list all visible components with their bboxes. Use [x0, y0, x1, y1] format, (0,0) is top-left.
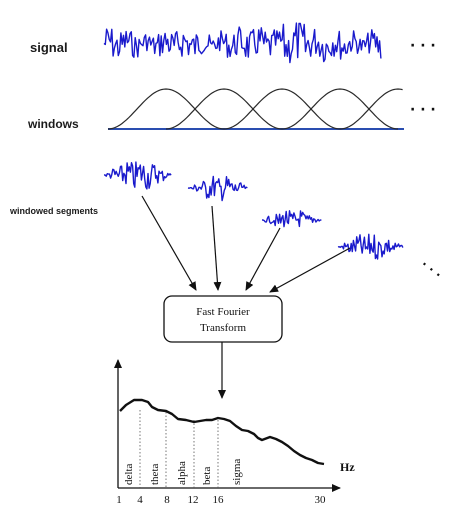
x-axis-unit: Hz — [340, 460, 355, 474]
windows-label: windows — [27, 117, 79, 131]
arrow-segment-2 — [211, 205, 222, 291]
band-label-theta: theta — [149, 464, 161, 485]
windowed-segments-label: windowed segments — [9, 206, 98, 216]
x-tick-12: 12 — [188, 494, 199, 506]
x-tick-16: 16 — [213, 494, 225, 506]
band-label-beta: beta — [201, 467, 213, 485]
windows-continuation-dots: · · · — [410, 102, 436, 118]
arrow-segment-4 — [269, 247, 351, 293]
band-separators — [139, 410, 219, 488]
window-curve-3 — [223, 88, 341, 130]
x-tick-1: 1 — [116, 494, 122, 506]
window-curve-4 — [281, 88, 399, 130]
windowed-segment-4 — [337, 233, 404, 260]
windowed-segment-1 — [103, 161, 172, 190]
x-tick-4: 4 — [137, 494, 143, 506]
window-curves — [107, 88, 403, 130]
segments-continuation-dots: · · · — [418, 257, 444, 282]
window-curve-1 — [107, 88, 225, 130]
signal-continuation-dots: · · · — [410, 38, 436, 54]
signal-label: signal — [30, 40, 68, 55]
band-label-alpha: alpha — [176, 461, 188, 485]
fft-label-line1: Fast Fourier — [196, 306, 250, 318]
signal-waveform — [103, 22, 382, 64]
arrow-segment-3 — [245, 227, 281, 291]
x-tick-30: 30 — [315, 494, 327, 506]
fft-label-line2: Transform — [200, 322, 246, 334]
windowed-segment-2 — [187, 175, 248, 202]
arrow-segment-1 — [141, 195, 197, 291]
window-curve-2 — [165, 88, 283, 130]
band-label-delta: delta — [123, 464, 135, 485]
fft-box — [163, 295, 283, 343]
x-tick-8: 8 — [164, 494, 170, 506]
band-label-sigma: sigma — [231, 459, 243, 485]
windowed-segment-3 — [262, 210, 322, 228]
window-curve-5 — [339, 88, 403, 130]
spectrum-curve — [119, 398, 325, 466]
